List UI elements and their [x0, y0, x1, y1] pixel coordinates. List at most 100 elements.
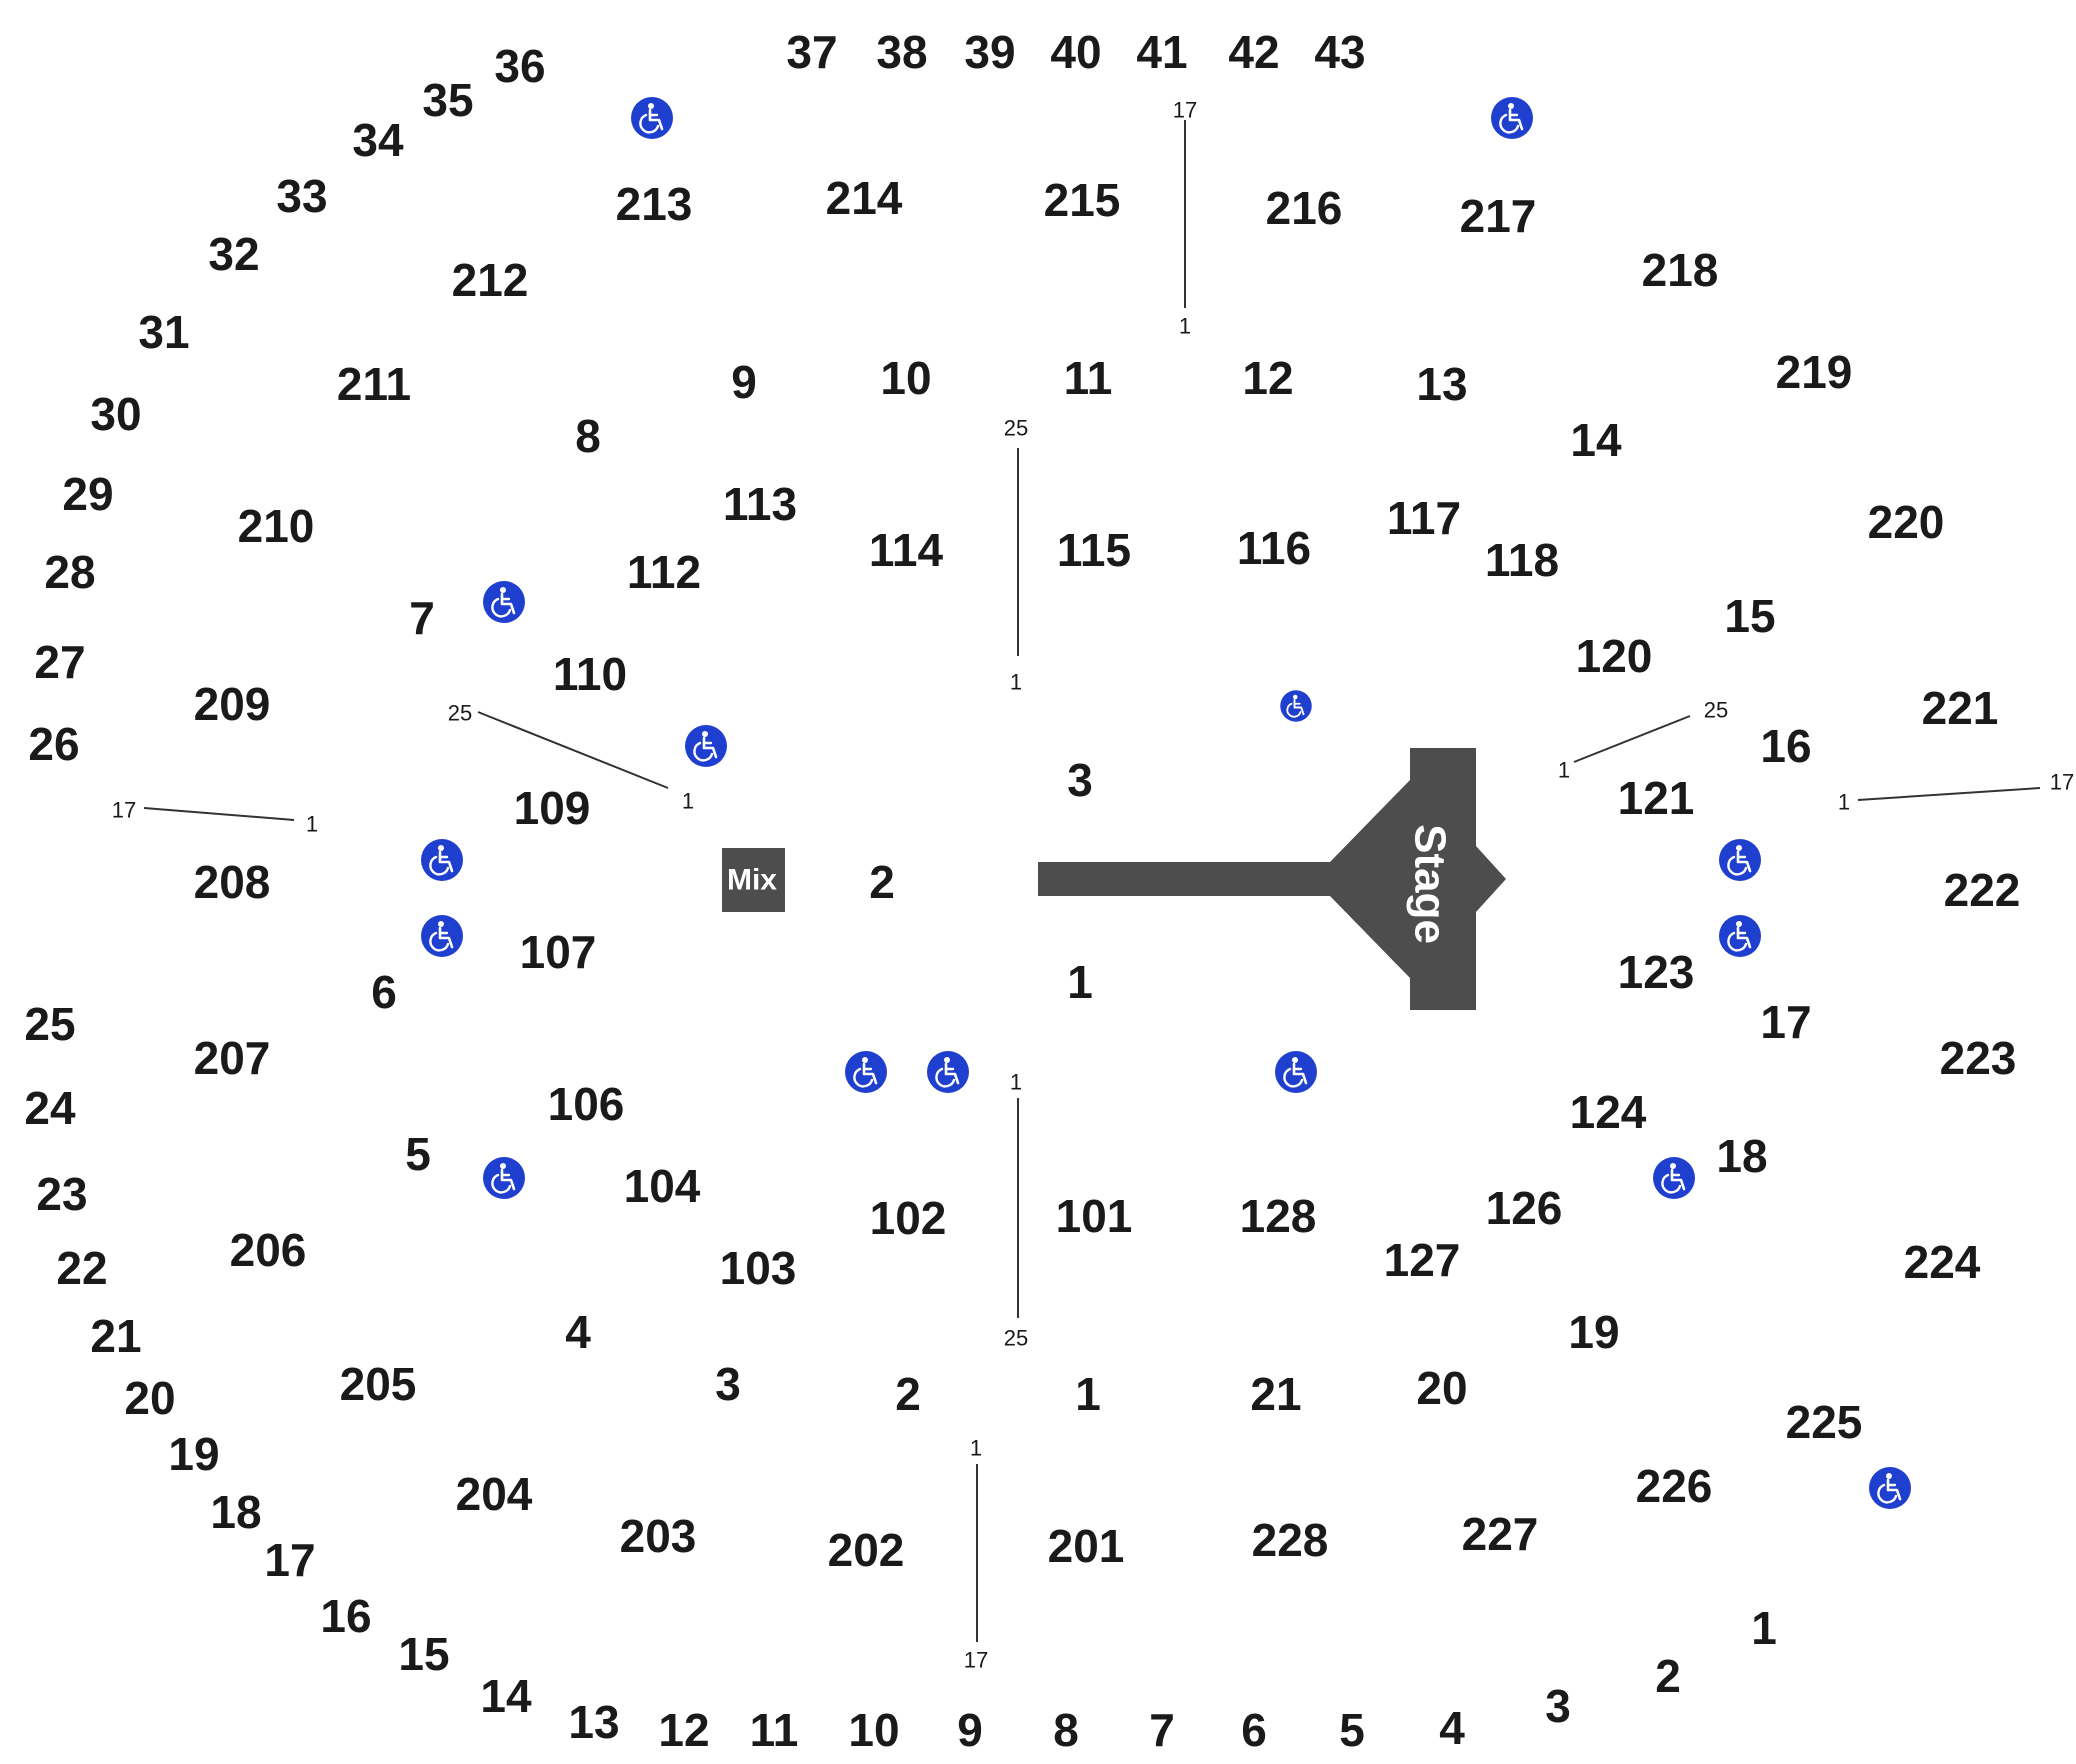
- section-220[interactable]: 220: [1868, 496, 1945, 548]
- section-109[interactable]: 109: [514, 782, 591, 834]
- section-216[interactable]: 216: [1266, 182, 1343, 234]
- outer-portal-12: 12: [658, 1704, 709, 1756]
- section-101[interactable]: 101: [1056, 1190, 1133, 1242]
- floor-section-3[interactable]: 3: [1067, 754, 1093, 806]
- section-225[interactable]: 225: [1786, 1396, 1863, 1448]
- row-line: [477, 711, 669, 789]
- section-218[interactable]: 218: [1642, 244, 1719, 296]
- section-103[interactable]: 103: [720, 1242, 797, 1294]
- section-227[interactable]: 227: [1462, 1508, 1539, 1560]
- section-206[interactable]: 206: [230, 1224, 307, 1276]
- portal-2: 2: [895, 1368, 921, 1420]
- outer-portal-1: 1: [1751, 1602, 1777, 1654]
- section-124[interactable]: 124: [1570, 1086, 1647, 1138]
- section-219[interactable]: 219: [1776, 346, 1853, 398]
- portal-9: 9: [731, 356, 757, 408]
- section-114[interactable]: 114: [869, 524, 944, 576]
- section-201[interactable]: 201: [1048, 1520, 1125, 1572]
- section-210[interactable]: 210: [238, 500, 315, 552]
- section-211[interactable]: 211: [337, 358, 411, 410]
- section-202[interactable]: 202: [828, 1524, 905, 1576]
- section-226[interactable]: 226: [1636, 1460, 1713, 1512]
- portal-6: 6: [371, 966, 397, 1018]
- wheelchair-icon: [419, 913, 465, 959]
- section-213[interactable]: 213: [616, 178, 693, 230]
- section-214[interactable]: 214: [826, 172, 903, 224]
- row-marker-end: 1: [1558, 758, 1570, 783]
- section-228[interactable]: 228: [1252, 1514, 1329, 1566]
- row-line: [143, 807, 295, 821]
- portal-21: 21: [1250, 1368, 1301, 1420]
- outer-portal-38: 38: [876, 26, 927, 78]
- outer-portal-32: 32: [208, 228, 259, 280]
- row-marker-end: 17: [964, 1648, 988, 1673]
- section-115[interactable]: 115: [1057, 524, 1131, 576]
- row-marker-start: 17: [112, 798, 136, 823]
- section-203[interactable]: 203: [620, 1510, 697, 1562]
- portal-14: 14: [1570, 414, 1622, 466]
- portal-1: 1: [1075, 1368, 1101, 1420]
- section-106[interactable]: 106: [548, 1078, 625, 1130]
- outer-portal-34: 34: [352, 114, 404, 166]
- section-123[interactable]: 123: [1618, 946, 1695, 998]
- floor-section-1[interactable]: 1: [1067, 956, 1093, 1008]
- section-120[interactable]: 120: [1576, 630, 1653, 682]
- section-116[interactable]: 116: [1237, 522, 1311, 574]
- inner-portals: 1 2 3 4 5 6 7 8 9 10 11 12 13 14 15 16 1…: [371, 352, 1811, 1420]
- outer-portal-40: 40: [1050, 26, 1101, 78]
- outer-portal-8: 8: [1053, 1704, 1079, 1756]
- section-128[interactable]: 128: [1240, 1190, 1317, 1242]
- section-104[interactable]: 104: [624, 1160, 701, 1212]
- portal-18: 18: [1716, 1130, 1767, 1182]
- section-207[interactable]: 207: [194, 1032, 271, 1084]
- outer-portal-43: 43: [1314, 26, 1365, 78]
- wheelchair-icon: [1867, 1465, 1913, 1511]
- wheelchair-icon: [683, 723, 729, 769]
- portal-8: 8: [575, 410, 601, 462]
- section-102[interactable]: 102: [870, 1192, 947, 1244]
- section-212[interactable]: 212: [452, 254, 529, 306]
- section-217[interactable]: 217: [1460, 190, 1537, 242]
- outer-portal-20: 20: [124, 1372, 175, 1424]
- section-127[interactable]: 127: [1384, 1234, 1461, 1286]
- outer-portal-17: 17: [264, 1534, 315, 1586]
- section-205[interactable]: 205: [340, 1358, 417, 1410]
- outer-portal-29: 29: [62, 468, 113, 520]
- floor-section-2[interactable]: 2: [869, 856, 895, 908]
- portal-13: 13: [1416, 358, 1467, 410]
- section-118[interactable]: 118: [1485, 534, 1559, 586]
- section-222[interactable]: 222: [1944, 864, 2021, 916]
- section-110[interactable]: 110: [553, 648, 627, 700]
- outer-portal-42: 42: [1228, 26, 1279, 78]
- section-107[interactable]: 107: [520, 926, 597, 978]
- mix-label: Mix: [727, 864, 777, 897]
- stage-label: Stage: [1406, 824, 1455, 944]
- wheelchair-icon: [1489, 95, 1535, 141]
- section-224[interactable]: 224: [1904, 1236, 1981, 1288]
- section-208[interactable]: 208: [194, 856, 271, 908]
- portal-19: 19: [1568, 1306, 1619, 1358]
- section-121[interactable]: 121: [1618, 772, 1695, 824]
- outer-portal-4: 4: [1439, 1702, 1465, 1754]
- portal-4: 4: [565, 1306, 591, 1358]
- section-113[interactable]: 113: [723, 478, 797, 530]
- section-209[interactable]: 209: [194, 678, 271, 730]
- outer-portal-3: 3: [1545, 1680, 1571, 1732]
- outer-portal-37: 37: [786, 26, 837, 78]
- section-223[interactable]: 223: [1940, 1032, 2017, 1084]
- outer-portal-5: 5: [1339, 1704, 1365, 1756]
- section-117[interactable]: 117: [1387, 492, 1461, 544]
- wheelchair-icon: [481, 1155, 527, 1201]
- outer-portal-25: 25: [24, 998, 75, 1050]
- row-marker-start: 17: [1173, 98, 1197, 123]
- outer-portal-24: 24: [24, 1082, 76, 1134]
- wheelchair-icon: [1279, 689, 1313, 723]
- section-204[interactable]: 204: [456, 1468, 533, 1520]
- outer-portal-21: 21: [90, 1310, 141, 1362]
- section-221[interactable]: 221: [1922, 682, 1999, 734]
- section-126[interactable]: 126: [1486, 1182, 1563, 1234]
- portal-20: 20: [1416, 1362, 1467, 1414]
- outer-portal-9: 9: [957, 1704, 983, 1756]
- section-112[interactable]: 112: [627, 546, 701, 598]
- section-215[interactable]: 215: [1044, 174, 1121, 226]
